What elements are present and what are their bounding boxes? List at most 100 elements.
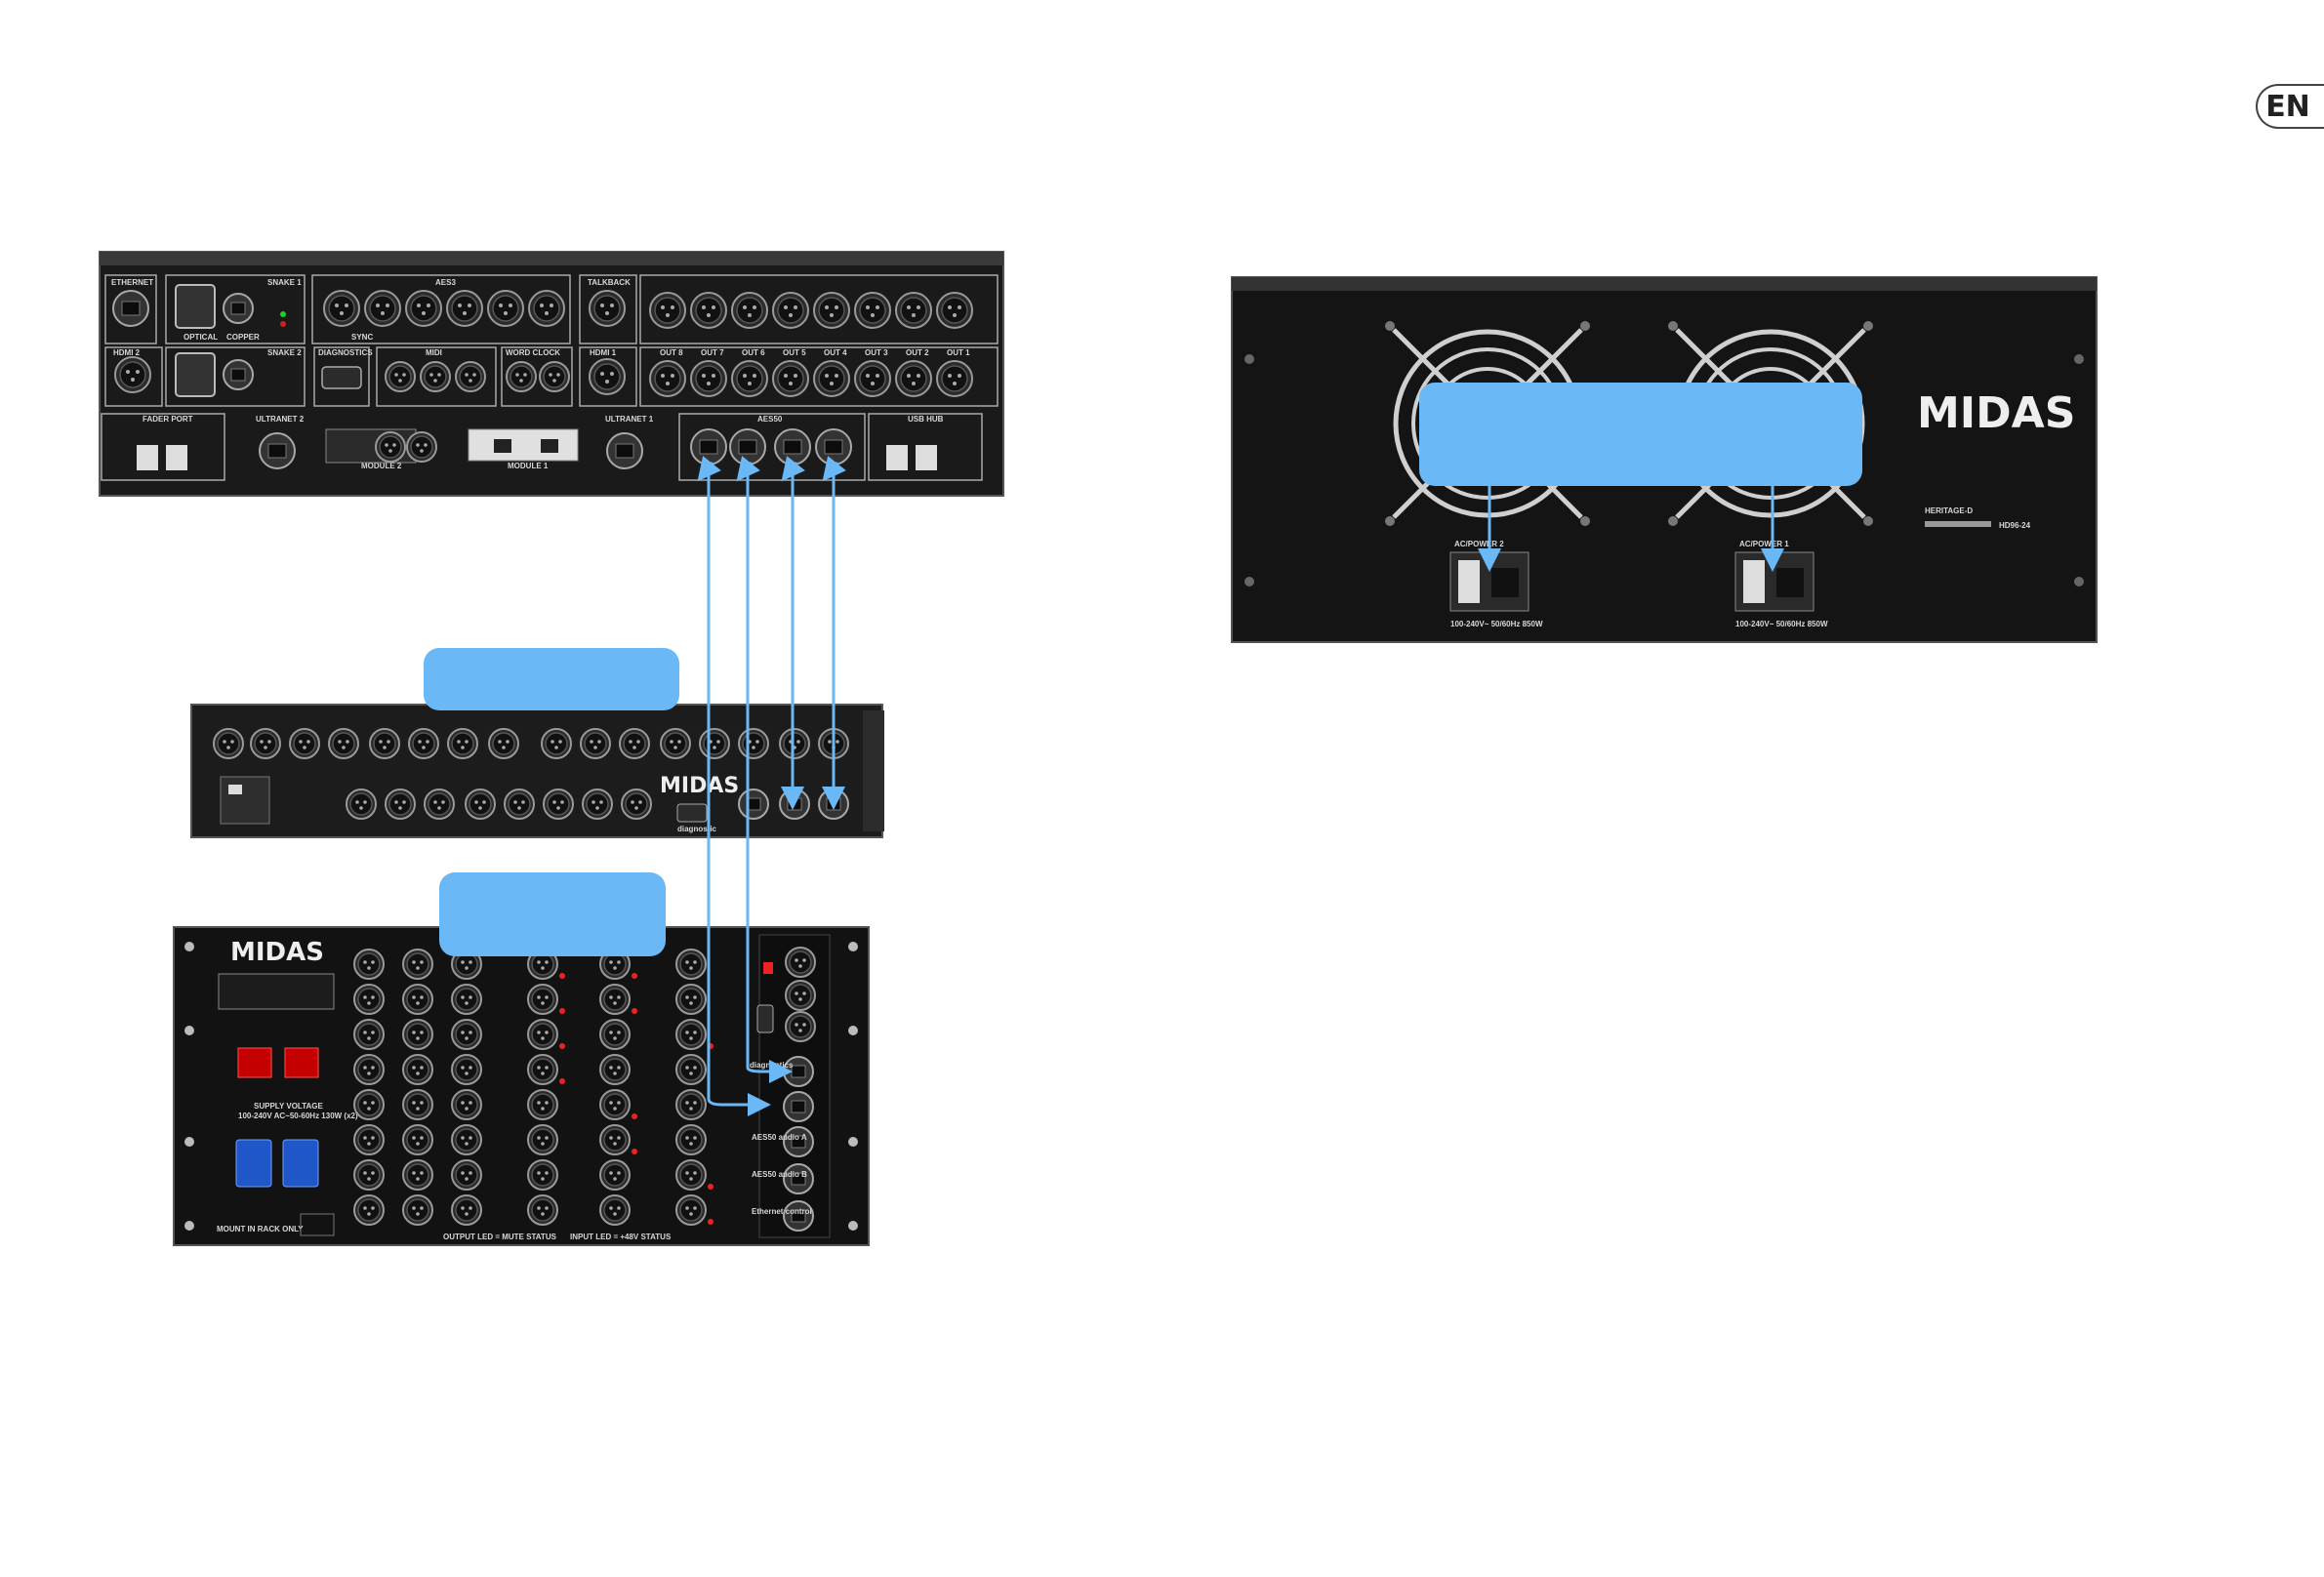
- usb-hub-label: USB HUB: [908, 415, 944, 424]
- out2-label: OUT 2: [906, 348, 929, 357]
- copper-label: COPPER: [226, 333, 260, 342]
- power-cables: [1478, 484, 1784, 572]
- ethernet-port: [112, 290, 149, 327]
- stagebox-small-brand: MIDAS: [660, 774, 739, 798]
- usb-hub-port-a: [886, 445, 908, 470]
- aes3-out-3: [487, 290, 524, 327]
- midi-in: [385, 361, 416, 392]
- hdmi2-label: HDMI 2: [113, 348, 141, 357]
- callout-stagebox-large: [439, 872, 666, 956]
- aes3-in-1: [364, 290, 401, 327]
- midi-port-2: [785, 980, 816, 1011]
- hdmi2-port: [114, 356, 151, 393]
- out8-label: OUT 8: [660, 348, 683, 357]
- midi-thru: [455, 361, 486, 392]
- aes3-in-3: [528, 290, 565, 327]
- out5-label: OUT 5: [783, 348, 806, 357]
- talkback-label: TALKBACK: [588, 278, 631, 287]
- aes3-label: AES3: [435, 278, 456, 287]
- snake1-optical-port: [175, 284, 216, 329]
- out4-label: OUT 4: [824, 348, 847, 357]
- stagebox-small: MIDAS diagnostic: [190, 704, 884, 838]
- callout-stagebox-small: [424, 648, 679, 710]
- aes3-out-1: [323, 290, 360, 327]
- midi-port-3: [785, 1011, 816, 1042]
- power1-switch: [1743, 560, 1765, 603]
- module2-bnc-2: [406, 431, 437, 463]
- port-label-aes50-a: AES50 audio A: [752, 1133, 807, 1142]
- ultranet1-port: [606, 432, 643, 469]
- rear-panel-model: HERITAGE-D: [1925, 506, 1973, 515]
- out1-label: OUT 1: [947, 348, 970, 357]
- snake2-label: SNAKE 2: [267, 348, 302, 357]
- snake2-optical-port: [175, 352, 216, 397]
- rear-panel-model-code: HD96-24: [1999, 521, 2031, 530]
- aes3-out-2: [405, 290, 442, 327]
- ultranet2-label: ULTRANET 2: [256, 415, 305, 424]
- port-label-aes50-b: AES50 audio B: [752, 1170, 807, 1179]
- stagebox-large-brand: MIDAS: [230, 938, 324, 967]
- module1-label: MODULE 1: [508, 462, 549, 470]
- out7-label: OUT 7: [701, 348, 724, 357]
- usb-hub-port-b: [916, 445, 937, 470]
- port-label-diagnostics: diagnostics: [750, 1061, 794, 1070]
- console-rear-panel: ETHERNET SNAKE 1 SNAKE 2 AES3 TALKBACK H…: [99, 251, 1004, 497]
- output-status-label: OUTPUT LED = MUTE STATUS: [443, 1233, 557, 1241]
- aes50-port-b: [729, 428, 766, 465]
- aes50-label: AES50: [757, 415, 783, 424]
- aes3-in-2: [446, 290, 483, 327]
- out3-label: OUT 3: [865, 348, 888, 357]
- module2-bnc-1: [375, 431, 406, 463]
- sync-label: SYNC: [351, 333, 373, 342]
- hdmi1-label: HDMI 1: [590, 348, 617, 357]
- power-switch-b: [284, 1047, 319, 1078]
- diagnostics-label: DIAGNOSTICS: [318, 348, 373, 357]
- power1-label: AC/POWER 1: [1739, 540, 1789, 548]
- midi-out: [420, 361, 451, 392]
- power2-label: AC/POWER 2: [1454, 540, 1504, 548]
- ethernet-label: ETHERNET: [111, 278, 153, 287]
- talkback-port: [589, 290, 626, 327]
- diagnostics-port: [321, 366, 362, 389]
- stagebox-large-diagnostics-port: [756, 1004, 774, 1033]
- aes50-port-d: [815, 428, 852, 465]
- power2-switch: [1458, 560, 1480, 603]
- stagebox-small-diagnostic-label: diagnostic: [677, 825, 717, 833]
- language-badge: EN: [2256, 84, 2324, 129]
- snake1-label: SNAKE 1: [267, 278, 302, 287]
- aes50-port-a: [690, 428, 727, 465]
- fader-port-label: FADER PORT: [143, 415, 193, 424]
- input-status-label: INPUT LED = +48V STATUS: [570, 1233, 672, 1241]
- stagebox-small-aes50-port-2: [779, 788, 810, 820]
- snake2-copper-port: [223, 359, 254, 390]
- fader-port-usb-b: [166, 445, 187, 470]
- module1-card: [468, 428, 579, 462]
- stagebox-large-port-ethernet: [783, 1200, 814, 1232]
- stagebox-large-port-aes50-c: [783, 1163, 814, 1194]
- hdmi1-port: [589, 358, 626, 395]
- aes50-cables: [697, 456, 846, 1116]
- aes50-port-c: [774, 428, 811, 465]
- midi-label: MIDI: [426, 348, 442, 357]
- callout-power: [1419, 383, 1862, 486]
- power-inlet-a: [235, 1139, 272, 1188]
- stagebox-small-aes50-port-1: [738, 788, 769, 820]
- optical-label: OPTICAL: [183, 333, 218, 342]
- mute-status-leds: [559, 973, 714, 1225]
- out6-label: OUT 6: [742, 348, 765, 357]
- midi-port-1: [785, 947, 816, 978]
- supply-range-label: 100-240V AC~50-60Hz 130W (x2): [238, 1112, 358, 1120]
- power2-spec: 100-240V~ 50/60Hz 850W: [1450, 620, 1543, 628]
- stagebox-large-port-aes50-a: [783, 1091, 814, 1122]
- stagebox-large: MIDAS SUPPLY VOLTAGE 100-240V AC~50-60Hz…: [173, 926, 870, 1246]
- power1-spec: 100-240V~ 50/60Hz 850W: [1735, 620, 1828, 628]
- word-clock-out: [506, 361, 537, 392]
- rear-panel-brand: MIDAS: [1917, 388, 2075, 438]
- ultranet2-port: [259, 432, 296, 469]
- word-clock-label: WORD CLOCK: [506, 348, 560, 357]
- port-label-ethernet: Ethernet control: [752, 1207, 812, 1216]
- fader-port-usb-a: [137, 445, 158, 470]
- word-clock-in: [539, 361, 570, 392]
- stagebox-small-diagnostic-port: [676, 803, 708, 823]
